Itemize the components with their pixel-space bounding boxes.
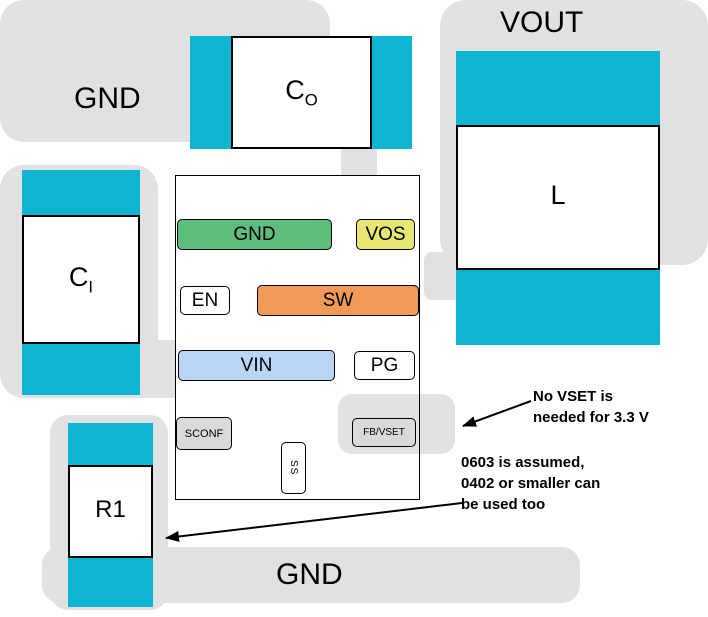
ci-body: CI	[22, 215, 140, 344]
label-gnd-bottom: GND	[276, 558, 343, 591]
pad-sw: SW	[257, 285, 419, 316]
pad-en: EN	[180, 286, 230, 315]
inductor-terminal-bottom	[456, 270, 660, 345]
pad-fb-vset-label: FB/VSET	[363, 427, 405, 438]
pad-en-label: EN	[191, 289, 219, 311]
pad-ss: SS	[281, 442, 306, 494]
annotation-vset-line1: No VSET is	[533, 388, 614, 405]
ci-terminal-top	[22, 170, 140, 215]
arrow-r1	[165, 502, 463, 542]
pad-ss-label: SS	[288, 460, 299, 476]
pad-vos: VOS	[356, 219, 415, 250]
co-terminal-left	[190, 36, 231, 149]
pad-gnd: GND	[177, 219, 332, 250]
pad-fb-vset: FB/VSET	[352, 418, 416, 447]
r1-label: R1	[95, 496, 126, 524]
annotation-vset-line2: needed for 3.3 V	[533, 409, 649, 426]
r1-body: R1	[68, 465, 153, 558]
ci-terminal-bottom	[22, 344, 140, 395]
pad-sconf: SCONF	[176, 417, 232, 450]
arrow-vset	[462, 400, 532, 427]
co-label: CO	[285, 74, 318, 110]
co-body: CO	[231, 36, 372, 149]
annotation-r1: 0603 is assumed, 0402 or smaller can be …	[461, 452, 600, 515]
pad-gnd-label: GND	[233, 223, 276, 245]
annotation-r1-line1: 0603 is assumed,	[461, 454, 585, 471]
r1-terminal-top	[68, 423, 153, 465]
pad-sw-label: SW	[322, 289, 354, 311]
annotation-r1-line2: 0402 or smaller can	[461, 475, 601, 492]
r1-terminal-bottom	[68, 558, 153, 607]
pad-sconf-label: SCONF	[184, 427, 224, 440]
pad-vin: VIN	[178, 350, 335, 381]
pad-vin-label: VIN	[240, 354, 273, 376]
label-gnd-top-left: GND	[74, 82, 141, 115]
inductor-terminal-top	[456, 51, 660, 125]
inductor-label: L	[550, 179, 566, 210]
pad-pg: PG	[354, 351, 415, 380]
inductor-body: L	[456, 125, 660, 270]
ci-label: CI	[68, 261, 94, 297]
annotation-r1-line3: be used too	[461, 496, 546, 513]
annotation-vset: No VSET is needed for 3.3 V	[533, 386, 649, 428]
label-vout: VOUT	[500, 6, 584, 39]
pad-pg-label: PG	[370, 354, 399, 376]
pad-vos-label: VOS	[365, 223, 406, 245]
co-terminal-right	[372, 36, 412, 149]
